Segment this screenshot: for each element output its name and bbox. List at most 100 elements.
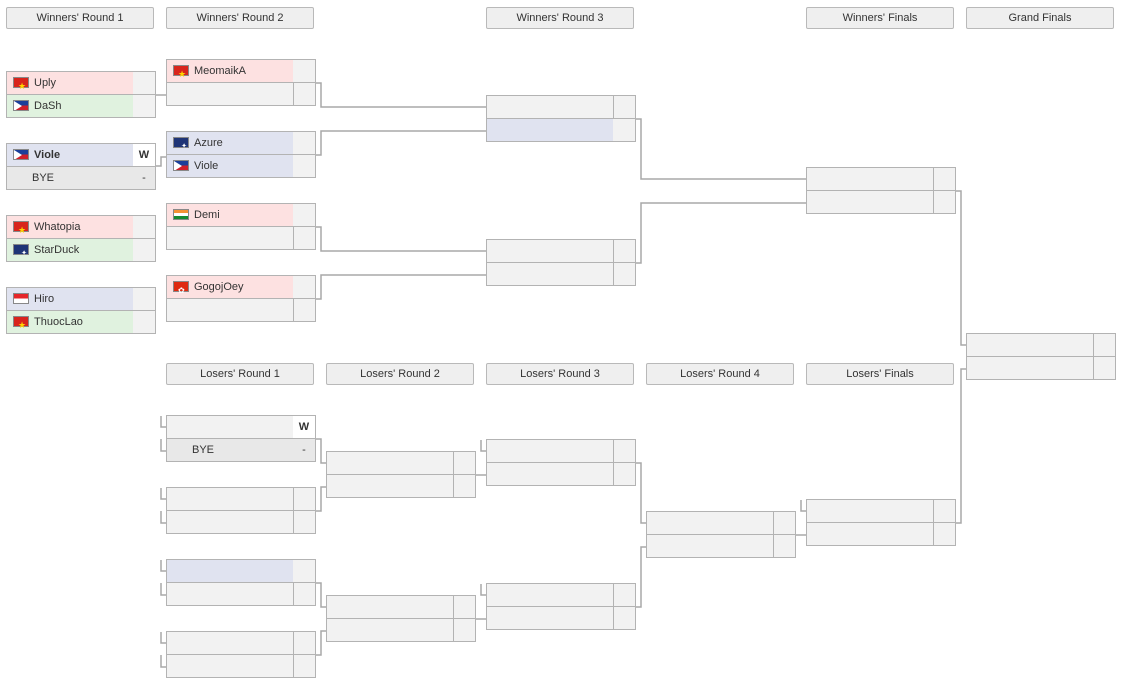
- australia-flag-icon: [13, 243, 29, 261]
- score-cell: [133, 216, 155, 238]
- wr3-match-2-slot-2[interactable]: [486, 262, 636, 286]
- lr4-match-1-slot-1[interactable]: [646, 511, 796, 535]
- wr2-match-4[interactable]: GogojOey: [166, 275, 316, 323]
- lr3-match-2[interactable]: [486, 583, 636, 631]
- player-name: [167, 299, 294, 321]
- score-cell: [293, 83, 315, 105]
- wr2-match-3-slot-2[interactable]: [166, 226, 316, 250]
- header-losers-finals: Losers' Finals: [806, 363, 954, 385]
- player-name: Whatopia: [34, 221, 81, 233]
- wr1-match-3-slot-2[interactable]: StarDuck: [6, 238, 156, 262]
- wr2-match-2-slot-1[interactable]: Azure: [166, 131, 316, 155]
- score-cell: [293, 299, 315, 321]
- score-cell: [293, 204, 315, 226]
- score-cell: [293, 227, 315, 249]
- lr4-match-1-slot-2[interactable]: [646, 534, 796, 558]
- lr3-match-1[interactable]: [486, 439, 636, 487]
- losers-finals-slot-1[interactable]: [806, 499, 956, 523]
- score-cell: W: [293, 416, 315, 438]
- lr1-match-1-slot-2[interactable]: BYE -: [166, 438, 316, 462]
- wr3-match-2[interactable]: [486, 239, 636, 287]
- lr2-match-2-slot-2[interactable]: [326, 618, 476, 642]
- wr1-match-1-slot-1[interactable]: Uply: [6, 71, 156, 95]
- wr3-match-1[interactable]: [486, 95, 636, 143]
- lr1-match-1-slot-1[interactable]: W: [166, 415, 316, 439]
- wr2-match-4-slot-2[interactable]: [166, 298, 316, 322]
- wr2-match-3-slot-1[interactable]: Demi: [166, 203, 316, 227]
- lr2-match-1[interactable]: [326, 451, 476, 499]
- lr3-match-1-slot-2[interactable]: [486, 462, 636, 486]
- player-name: GogojOey: [194, 281, 244, 293]
- score-cell: [293, 60, 315, 82]
- wr3-match-1-slot-1[interactable]: [486, 95, 636, 119]
- score-cell: -: [133, 167, 155, 189]
- lr1-match-2-slot-2[interactable]: [166, 510, 316, 534]
- player-name: StarDuck: [34, 244, 80, 256]
- wr3-match-2-slot-1[interactable]: [486, 239, 636, 263]
- grand-finals-slot-2[interactable]: [966, 356, 1116, 380]
- wr1-match-3[interactable]: Whatopia StarDuck: [6, 215, 156, 263]
- wr1-match-4-slot-1[interactable]: Hiro: [6, 287, 156, 311]
- lr1-match-2-slot-1[interactable]: [166, 487, 316, 511]
- lr2-match-1-slot-2[interactable]: [326, 474, 476, 498]
- lr1-match-4[interactable]: [166, 631, 316, 679]
- vietnam-flag-icon: [173, 63, 189, 82]
- wr2-match-2-slot-2[interactable]: Viole: [166, 154, 316, 178]
- header-losers-round-2: Losers' Round 2: [326, 363, 474, 385]
- lr1-match-3[interactable]: [166, 559, 316, 607]
- lr1-match-2[interactable]: [166, 487, 316, 535]
- header-losers-round-1: Losers' Round 1: [166, 363, 314, 385]
- winners-finals-slot-2[interactable]: [806, 190, 956, 214]
- lr3-match-1-slot-1[interactable]: [486, 439, 636, 463]
- hong-kong-flag-icon: [173, 280, 189, 298]
- lr1-match-1[interactable]: W BYE -: [166, 415, 316, 463]
- wr1-match-2[interactable]: Viole W BYE -: [6, 143, 156, 191]
- lr1-match-3-slot-2[interactable]: [166, 582, 316, 606]
- wr1-match-2-slot-1[interactable]: Viole W: [6, 143, 156, 167]
- losers-finals-match[interactable]: [806, 499, 956, 547]
- wr3-match-1-slot-2[interactable]: [486, 118, 636, 142]
- lr3-match-2-slot-2[interactable]: [486, 606, 636, 630]
- wr2-match-3[interactable]: Demi: [166, 203, 316, 251]
- score-cell: [133, 72, 155, 94]
- wr1-match-3-slot-1[interactable]: Whatopia: [6, 215, 156, 239]
- wr2-match-2[interactable]: Azure Viole: [166, 131, 316, 179]
- lr1-match-4-slot-2[interactable]: [166, 654, 316, 678]
- lr2-match-2-slot-1[interactable]: [326, 595, 476, 619]
- wr2-match-4-slot-1[interactable]: GogojOey: [166, 275, 316, 299]
- wr1-match-1-slot-2[interactable]: DaSh: [6, 94, 156, 118]
- score-cell: W: [133, 144, 155, 166]
- player-name: Viole: [34, 149, 61, 161]
- wr1-match-4-slot-2[interactable]: ThuocLao: [6, 310, 156, 334]
- player-name: DaSh: [34, 100, 62, 112]
- wr2-match-1-slot-2[interactable]: [166, 82, 316, 106]
- score-cell: [133, 239, 155, 261]
- grand-finals-slot-1[interactable]: [966, 333, 1116, 357]
- header-winners-finals: Winners' Finals: [806, 7, 954, 29]
- indonesia-flag-icon: [13, 293, 29, 304]
- player-name: [167, 83, 294, 105]
- lr2-match-1-slot-1[interactable]: [326, 451, 476, 475]
- lr1-match-3-slot-1[interactable]: [166, 559, 316, 583]
- grand-finals-match[interactable]: [966, 333, 1116, 381]
- vietnam-flag-icon: [13, 219, 29, 238]
- winners-finals-match[interactable]: [806, 167, 956, 215]
- wr2-match-1-slot-1[interactable]: MeomaikA: [166, 59, 316, 83]
- wr2-match-1[interactable]: MeomaikA: [166, 59, 316, 107]
- winners-finals-slot-1[interactable]: [806, 167, 956, 191]
- wr1-match-4[interactable]: Hiro ThuocLao: [6, 287, 156, 335]
- wr1-match-1[interactable]: Uply DaSh: [6, 71, 156, 119]
- philippines-flag-icon: [173, 160, 189, 171]
- player-name: Hiro: [34, 293, 55, 305]
- lr2-match-2[interactable]: [326, 595, 476, 643]
- wr1-match-2-slot-2[interactable]: BYE -: [6, 166, 156, 190]
- lr4-match-1[interactable]: [646, 511, 796, 559]
- australia-flag-icon: [173, 136, 189, 154]
- vietnam-flag-icon: [13, 314, 29, 333]
- player-name: Viole: [194, 160, 219, 172]
- lr3-match-2-slot-1[interactable]: [486, 583, 636, 607]
- player-name: Demi: [194, 209, 220, 221]
- lr1-match-4-slot-1[interactable]: [166, 631, 316, 655]
- losers-finals-slot-2[interactable]: [806, 522, 956, 546]
